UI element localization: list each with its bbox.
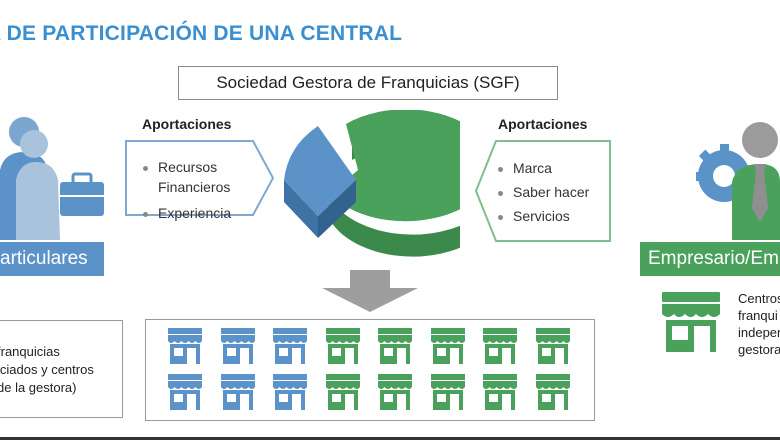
right-note-line: franqui <box>738 308 778 323</box>
list-item: Marca <box>498 159 589 178</box>
sgf-box: Sociedad Gestora de Franquicias (SGF) <box>178 66 558 100</box>
store-icon <box>220 374 255 410</box>
left-note-line: de la gestora) <box>0 380 77 395</box>
store-icon <box>430 374 465 410</box>
right-note-line: indeper <box>738 325 780 340</box>
participation-pie <box>284 110 460 257</box>
right-note-line: gestora <box>738 342 780 357</box>
left-contrib-heading: Aportaciones <box>142 116 232 132</box>
left-group-label: articulares <box>0 242 104 276</box>
store-icon <box>483 374 517 410</box>
right-contrib-box: Marca Saber hacer Servicios <box>474 140 612 242</box>
right-arrow-shape <box>474 140 611 242</box>
list-item: Experiencia <box>143 204 231 223</box>
page-title: A DE PARTICIPACIÓN DE UNA CENTRAL <box>0 22 403 45</box>
store-icon <box>483 328 517 364</box>
list-item: Recursos <box>143 158 217 177</box>
right-note-line: Centros <box>738 291 780 306</box>
list-item: Saber hacer <box>498 183 589 202</box>
store-icon <box>325 374 360 410</box>
store-icon <box>325 328 360 364</box>
store-icon <box>168 374 202 410</box>
store-icon <box>535 374 570 410</box>
store-icon <box>535 328 570 364</box>
store-icon <box>378 328 412 364</box>
left-note-line: franquicias <box>0 344 60 359</box>
right-group-text: Empresario/Em <box>648 248 779 269</box>
right-contrib-list: Marca Saber hacer Servicios <box>498 159 589 231</box>
left-note-box: franquicias iciados y centros de la gest… <box>0 320 123 418</box>
right-contrib-heading: Aportaciones <box>498 116 588 132</box>
people-icon <box>0 117 104 240</box>
bottom-divider <box>0 437 780 440</box>
store-icon <box>273 374 307 410</box>
list-item: Servicios <box>498 207 589 226</box>
store-icon <box>378 374 412 410</box>
left-contrib-list-2: Experiencia <box>143 204 231 228</box>
left-group-text: articulares <box>0 248 88 269</box>
store-icon <box>273 328 307 364</box>
businessman-gear-icon <box>696 122 780 240</box>
list-item-continuation: Financieros <box>158 179 231 195</box>
right-group-label: Empresario/Em <box>640 242 780 276</box>
left-contrib-list: Recursos <box>143 158 217 182</box>
store-icon <box>430 328 465 364</box>
down-arrow-icon <box>322 270 418 312</box>
right-note: Centros franqui indeper gestora <box>738 290 780 358</box>
left-arrow-shape <box>125 140 275 216</box>
store-icon <box>168 328 202 364</box>
shops-grid <box>145 319 595 421</box>
store-icon <box>220 328 255 364</box>
store-icon <box>662 292 720 352</box>
left-note-line: iciados y centros <box>0 362 94 377</box>
left-contrib-box: Recursos Financieros Experiencia <box>125 140 275 221</box>
